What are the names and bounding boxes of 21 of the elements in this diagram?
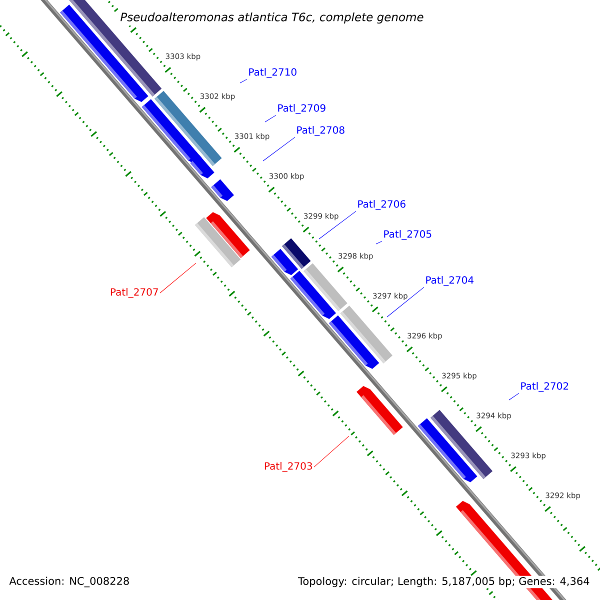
leader-line xyxy=(386,286,424,318)
gene-label: Patl_2706 xyxy=(358,200,406,210)
gene-label: Patl_2703 xyxy=(264,462,312,472)
gene-label: Patl_2710 xyxy=(249,68,296,78)
leader-line xyxy=(160,262,196,294)
gene-label: Patl_2705 xyxy=(384,230,432,240)
leader-line xyxy=(264,114,276,122)
leader-line xyxy=(240,78,248,84)
gene-label: Patl_2707 xyxy=(110,288,158,298)
genome-info-text: Topology: circular; Length: 5,187,005 bp; Genes: 4,364 xyxy=(297,576,591,588)
gene-label: Patl_2709 xyxy=(278,104,326,114)
accession-text: Accession: NC_008228 xyxy=(9,576,129,588)
gene-label: Patl_2704 xyxy=(426,276,474,286)
leader-line xyxy=(318,210,356,240)
gene-label: Patl_2708 xyxy=(297,126,344,136)
leader-line xyxy=(376,240,382,244)
leader-line xyxy=(314,436,350,468)
title: Pseudoalteromonas atlantica T6c, complete genome xyxy=(118,10,426,26)
leader-line xyxy=(262,136,296,162)
gene-label: Patl_2702 xyxy=(521,382,568,392)
leader-line xyxy=(508,392,520,400)
